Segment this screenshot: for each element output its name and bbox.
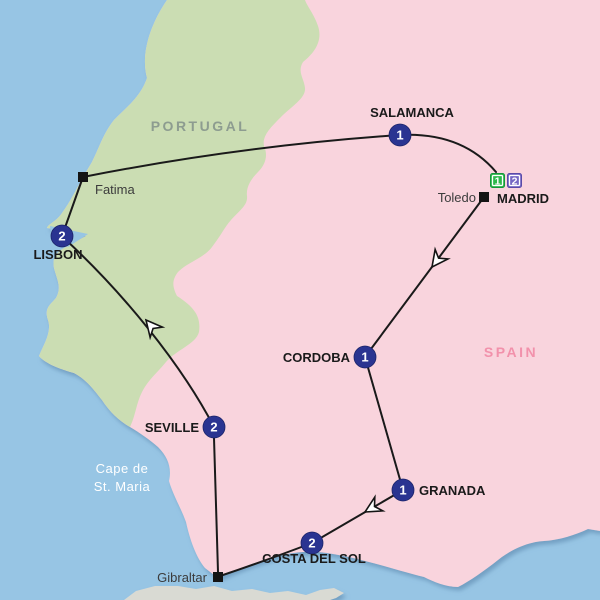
madrid-stay-badge-1: 1 [490, 173, 505, 188]
portugal-region [39, 0, 320, 427]
route-arrow-to-lisbon [144, 318, 166, 341]
gibraltar-stop-marker [213, 572, 223, 582]
route-gibraltar-seville [213, 437, 219, 573]
costa-del-sol-label: COSTA DEL SOL [262, 551, 366, 566]
toledo-label: Toledo [438, 190, 476, 205]
route-cordoba-granada [364, 356, 404, 491]
night-stop-granada: 1 [391, 478, 415, 502]
night-stop-costa-del-sol: 2 [300, 531, 324, 555]
madrid-badge-2-value: 2 [512, 176, 518, 188]
lisbon-label: LISBON [33, 247, 82, 262]
madrid-badge-1-value: 1 [495, 176, 501, 188]
madrid-label: MADRID [497, 191, 549, 206]
route-arrow-to-costa-del-sol [363, 494, 386, 513]
lisbon-nights: 2 [58, 229, 65, 244]
granada-nights: 1 [399, 483, 406, 498]
salamanca-nights: 1 [396, 128, 403, 143]
night-stop-cordoba: 1 [353, 345, 377, 369]
costa-del-sol-nights: 2 [308, 536, 315, 551]
night-stop-salamanca: 1 [388, 123, 412, 147]
gibraltar-label: Gibraltar [157, 570, 208, 585]
route-fatima-salamanca-madrid [82, 133, 497, 178]
route-toledo-cordoba [364, 196, 485, 358]
fatima-stop-marker [78, 172, 88, 182]
cordoba-label: CORDOBA [283, 350, 351, 365]
cape-st-maria-label-line1: Cape de [96, 461, 149, 476]
toledo-stop-marker [479, 192, 489, 202]
cape-st-maria-label-line2: St. Maria [94, 479, 151, 494]
night-stop-seville: 2 [202, 415, 226, 439]
seville-label: SEVILLE [145, 420, 200, 435]
fatima-label: Fatima [95, 182, 136, 197]
spain-label: SPAIN [484, 344, 538, 360]
seville-nights: 2 [210, 420, 217, 435]
night-stop-lisbon: 2 [50, 224, 74, 248]
route-arrow-to-cordoba [430, 246, 451, 269]
africa-landmass [124, 586, 344, 600]
cordoba-nights: 1 [361, 350, 368, 365]
madrid-stay-badge-2: 2 [507, 173, 522, 188]
salamanca-label: SALAMANCA [370, 105, 454, 120]
route-granada-costa-del-sol [311, 489, 404, 544]
granada-label: GRANADA [419, 483, 486, 498]
portugal-label: PORTUGAL [151, 118, 250, 134]
